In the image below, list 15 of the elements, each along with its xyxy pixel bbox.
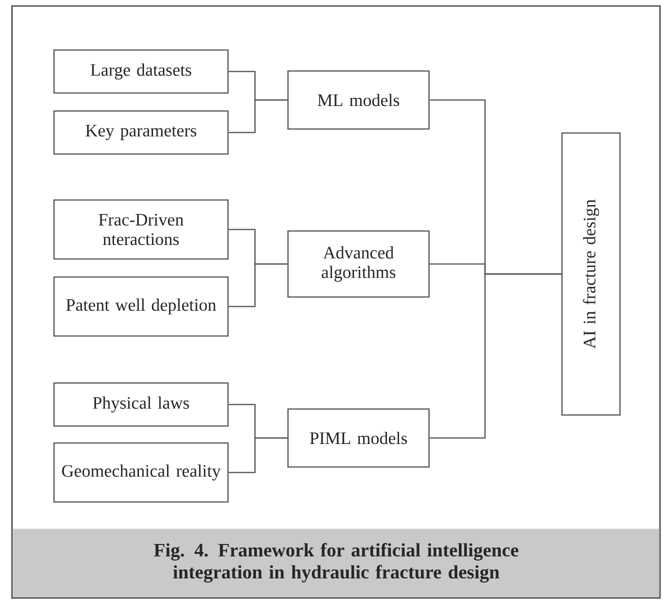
text-box: Large datasets: [53, 49, 229, 94]
text-box: PIML models: [287, 408, 430, 468]
connector-line: [228, 437, 288, 474]
text-box: Key parameters: [53, 110, 229, 155]
connector-line: [228, 99, 288, 134]
text-box: AI in fracture design: [561, 132, 621, 416]
caption-band: Fig. 4. Framework for artificial intelligence integration in hydraulic fracture design: [13, 528, 660, 597]
connector-line: [228, 263, 288, 308]
text-box: Frac-Driven nteractions: [53, 199, 229, 260]
text-box: ML models: [287, 70, 430, 130]
text-box: Patent well depletion: [53, 276, 229, 337]
text-box: Advanced algorithms: [287, 230, 430, 298]
text-box: Geomechanical reality: [53, 442, 229, 503]
text-box: Physical laws: [53, 382, 229, 427]
connector-line: [430, 273, 562, 439]
